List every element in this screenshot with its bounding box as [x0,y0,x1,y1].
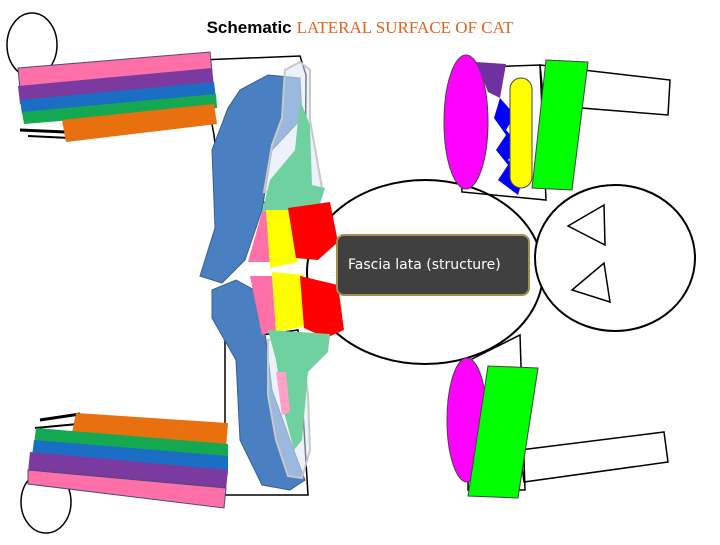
band-pink-lower [27,469,227,509]
yellow-muscle-upper [266,210,298,268]
band-blue-lower [32,440,228,474]
red-muscle-lower [300,276,344,338]
violet-muscle-upper [476,62,506,98]
pink-muscle-lower [250,276,276,335]
pink-strip-lower [276,372,290,415]
title-bold: Schematic [206,18,292,37]
tarsal-line-upper-b [27,135,71,139]
head-outline [534,184,696,332]
pink-muscle-upper [248,212,272,262]
band-green-upper [22,94,217,124]
tarsal-line-lower-a [39,412,81,422]
eye-lower [570,261,611,304]
lime-muscle-lower [467,365,539,499]
band-purple-lower [28,452,228,490]
band-orange-lower [72,413,228,448]
band-orange-upper [62,104,217,142]
tooltip-label: Fascia lata (structure) [348,257,501,273]
tarsal-line-upper-a [19,128,66,134]
band-purple-upper [18,68,214,104]
band-blue-upper [20,82,216,114]
mint-muscle-upper [262,100,325,212]
red-muscle-upper [288,202,338,260]
tarsal-line-lower-b [34,423,79,429]
eye-upper [566,203,606,247]
forepaw-lower [519,431,669,483]
title-colored: LATERAL SURFACE OF CAT [296,18,514,37]
yellow-muscle-lower [272,272,306,332]
lime-muscle-upper [531,59,589,191]
structure-tooltip: Fascia lata (structure) [336,234,530,296]
magenta-muscle-upper [443,54,489,190]
mint-muscle-lower [268,330,330,450]
yellow-muscle-fore-upper [509,77,533,189]
